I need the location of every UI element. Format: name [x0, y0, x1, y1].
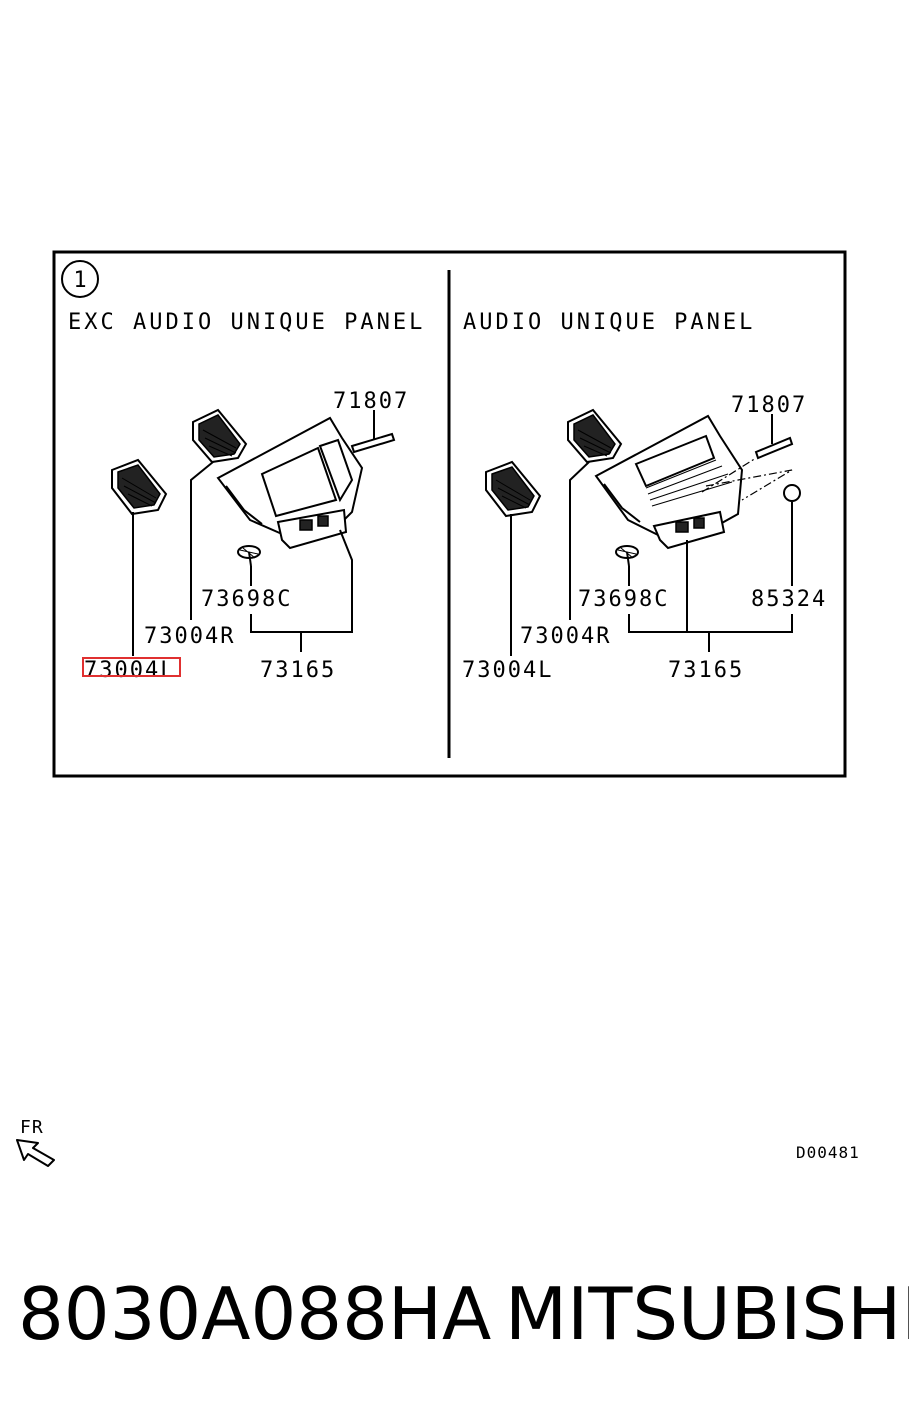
part-number: 8030A088HA [18, 1272, 492, 1356]
leader-left-73004r [190, 461, 214, 620]
right-label-73165: 73165 [668, 658, 744, 683]
right-center-panel-part [594, 414, 744, 550]
brand-name: MITSUBISHI [505, 1272, 909, 1356]
diagram-code: D00481 [796, 1143, 860, 1162]
left-vent-right-part [192, 408, 248, 464]
left-vent-left-part [111, 458, 168, 516]
index-circle [61, 260, 99, 298]
front-arrow-icon [16, 1139, 55, 1167]
right-label-71807: 71807 [731, 393, 807, 418]
left-label-73004r: 73004R [144, 624, 235, 649]
left-label-71807: 71807 [333, 389, 409, 414]
diagram-frame [52, 250, 847, 778]
right-label-73004r: 73004R [520, 624, 611, 649]
parts-diagram: 1 EXC AUDIO UNIQUE PANEL AUDIO UNIQUE PA… [16, 250, 860, 1167]
right-knob-part [783, 484, 801, 502]
left-label-73165: 73165 [260, 658, 336, 683]
right-rod-part [754, 436, 794, 460]
right-vent-left-part [485, 460, 542, 518]
footer: 8030A088HA MITSUBISHI [0, 1272, 909, 1362]
right-panel-header: AUDIO UNIQUE PANEL [463, 310, 755, 335]
right-clip-part [615, 545, 639, 567]
leader-right-73004r [569, 461, 590, 620]
index-number: 1 [73, 268, 86, 293]
leader-right-73165 [628, 614, 793, 633]
leader-left-73165 [250, 529, 353, 633]
left-clip-part [237, 545, 261, 567]
left-rod-part [350, 432, 396, 454]
left-label-73698c: 73698C [201, 587, 292, 612]
left-center-panel-part [216, 416, 364, 550]
left-panel-header: EXC AUDIO UNIQUE PANEL [68, 310, 425, 335]
left-label-73004l-highlight [82, 657, 181, 677]
fr-label: FR [20, 1117, 44, 1138]
right-vent-right-part [567, 408, 623, 464]
right-label-73004l: 73004L [462, 658, 553, 683]
right-dashdot-lines [701, 457, 793, 501]
right-label-85324: 85324 [751, 587, 827, 612]
left-label-73004l: 73004L [84, 658, 175, 683]
right-label-73698c: 73698C [578, 587, 669, 612]
